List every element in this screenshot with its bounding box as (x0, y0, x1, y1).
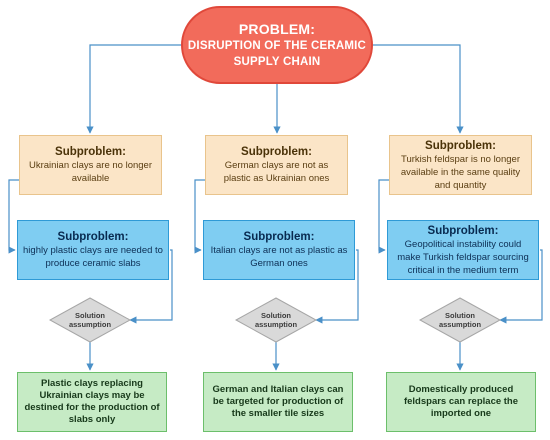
connector-problem-to-col3 (371, 44, 464, 134)
subproblem-heading: Subproblem: (57, 231, 129, 243)
problem-title: PROBLEM: (238, 21, 316, 37)
subproblem-text: German clays are not as plastic as Ukrai… (223, 160, 330, 184)
decision-label-col1: Solution assumption (68, 311, 112, 329)
subproblem-text: Ukrainian clays are no longer available (28, 160, 153, 184)
connector-col1-sub2-to-decision (129, 249, 173, 324)
subproblem-heading: Subproblem: (243, 231, 315, 243)
solution-node-col3: Domestically produced feldspars can repl… (386, 372, 536, 432)
connector-col2-sub1-to-sub2 (194, 179, 205, 254)
subproblem-heading: Subproblem: (427, 224, 499, 237)
problem-line-3: SUPPLY CHAIN (233, 56, 321, 68)
connector-problem-to-col1 (86, 44, 183, 134)
problem-line-2: DISRUPTION OF THE CERAMIC (187, 40, 367, 52)
subproblem-node-col3-level2: Subproblem: Geopolitical instability cou… (387, 220, 539, 280)
decision-diamond-col3 (418, 297, 502, 343)
subproblem-text: highly plastic clays are needed to produ… (23, 245, 163, 269)
solution-node-col2: German and Italian clays can be targeted… (203, 372, 353, 432)
decision-label-col2: Solution assumption (254, 311, 298, 329)
subproblem-node-col2-level2: Subproblem: Italian clays are not as pla… (203, 220, 355, 280)
subproblem-node-col3-level1: Subproblem: Turkish feldspar is no longe… (389, 135, 532, 195)
subproblem-text: Turkish feldspar is no longer available … (400, 153, 521, 191)
subproblem-heading: Subproblem: (241, 146, 312, 158)
subproblem-node-col1-level1: Subproblem: Ukrainian clays are no longe… (19, 135, 162, 195)
connector-col2-sub2-to-decision (315, 249, 359, 324)
problem-node: PROBLEM: DISRUPTION OF THE CERAMIC SUPPL… (181, 6, 373, 84)
subproblem-heading: Subproblem: (55, 146, 126, 158)
subproblem-text: Italian clays are not as plastic as Germ… (210, 245, 348, 269)
decision-diamond-col2 (234, 297, 318, 343)
connector-col3-sub2-to-decision (499, 249, 543, 324)
subproblem-node-col1-level2: Subproblem: highly plastic clays are nee… (17, 220, 169, 280)
solution-text: Domestically produced feldspars can repl… (403, 384, 519, 419)
subproblem-node-col2-level1: Subproblem: German clays are not as plas… (205, 135, 348, 195)
subproblem-heading: Subproblem: (425, 139, 496, 152)
solution-text: Plastic clays replacing Ukrainian clays … (24, 378, 160, 425)
subproblem-text: Geopolitical instability could make Turk… (397, 238, 529, 276)
solution-text: German and Italian clays can be targeted… (212, 384, 344, 419)
decision-label-col3: Solution assumption (438, 311, 482, 329)
connector-col3-sub1-to-sub2 (378, 179, 389, 254)
decision-diamond-col1 (48, 297, 132, 343)
connector-col1-sub1-to-sub2 (8, 179, 19, 254)
solution-node-col1: Plastic clays replacing Ukrainian clays … (17, 372, 167, 432)
